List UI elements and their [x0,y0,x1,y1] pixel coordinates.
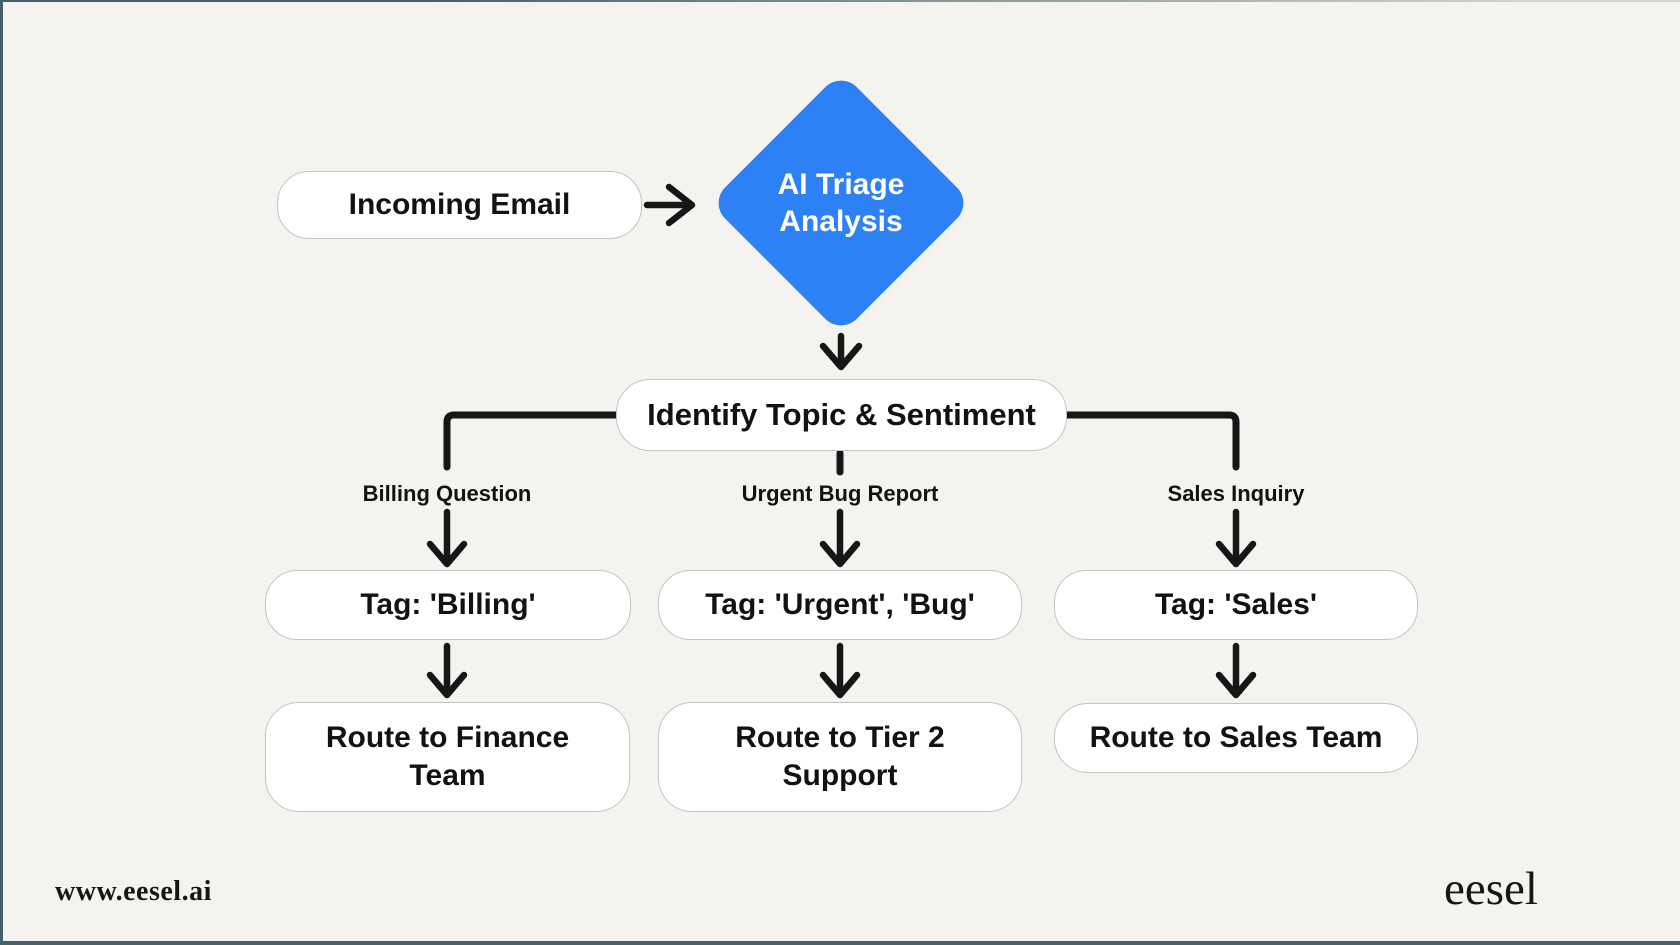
frame-bottom-edge [0,941,1680,945]
node-identify-topic-sentiment: Identify Topic & Sentiment [616,379,1067,451]
node-incoming-email: Incoming Email [277,171,642,239]
triage-label-line1: AI Triage [777,168,905,201]
arrowhead-down-icon [1215,671,1257,699]
arrowhead-down-icon [1215,540,1257,568]
website-url: www.eesel.ai [55,876,212,907]
connector-right-branch [1062,411,1240,471]
arrowhead-down-icon [426,671,468,699]
route-finance-label: Route to Finance Team [325,721,570,792]
node-tag-urgent-bug: Tag: 'Urgent', 'Bug' [658,570,1022,640]
connector-left-branch [443,411,621,471]
node-ai-triage-label: AI Triage Analysis [698,110,984,296]
route-sales-label: Route to Sales Team [1089,721,1383,754]
arrowhead-down-icon [819,342,863,371]
tag-billing-label: Tag: 'Billing' [360,588,536,621]
branch-label-billing-question: Billing Question [362,481,532,506]
route-tier2-label: Route to Tier 2 Support [735,721,945,792]
node-tag-sales: Tag: 'Sales' [1054,570,1418,640]
arrowhead-down-icon [426,540,468,568]
node-route-tier2-support: Route to Tier 2 Support [658,702,1022,812]
node-route-sales-team: Route to Sales Team [1054,703,1418,773]
branch-label-urgent-bug-report: Urgent Bug Report [741,481,939,506]
tag-urgent-bug-label: Tag: 'Urgent', 'Bug' [705,588,975,621]
frame-left-edge [0,0,3,945]
arrowhead-right-icon [665,183,696,227]
node-route-finance-team: Route to Finance Team [265,702,630,812]
frame-top-edge [0,0,1680,2]
node-incoming-email-label: Incoming Email [348,188,571,221]
arrowhead-down-icon [819,671,861,699]
node-identify-label: Identify Topic & Sentiment [647,397,1036,432]
branch-label-sales-inquiry: Sales Inquiry [1167,481,1305,506]
arrowhead-down-icon [819,540,861,568]
eesel-logo: eesel [1444,863,1538,915]
triage-label-line2: Analysis [779,205,903,238]
node-tag-billing: Tag: 'Billing' [265,570,631,640]
tag-sales-label: Tag: 'Sales' [1154,588,1318,621]
